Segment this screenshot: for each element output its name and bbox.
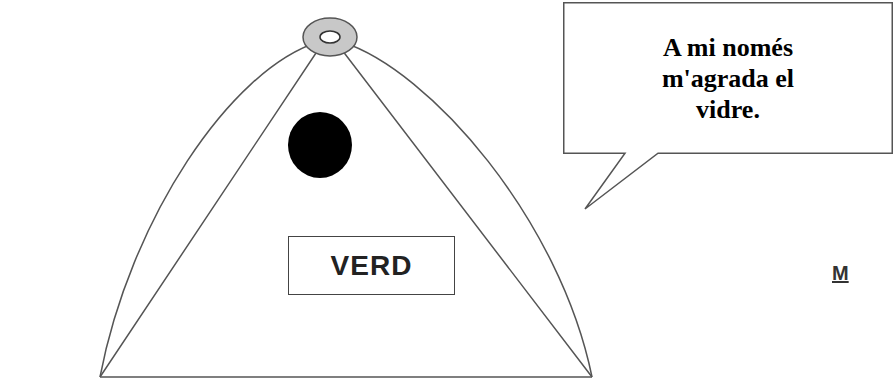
container-dome xyxy=(100,42,592,377)
speech-bubble-shape xyxy=(564,3,893,209)
color-label-box: VERD xyxy=(288,236,455,295)
color-label: VERD xyxy=(331,250,413,282)
speech-text: A mi només m'agrada el vidre. xyxy=(628,32,828,125)
ring-hole xyxy=(320,31,340,43)
container-opening xyxy=(288,112,352,178)
speech-bubble: A mi només m'agrada el vidre. xyxy=(563,2,893,154)
container-ring xyxy=(303,18,357,56)
container-edge xyxy=(100,50,592,377)
edge-label-text: M xyxy=(832,262,849,285)
